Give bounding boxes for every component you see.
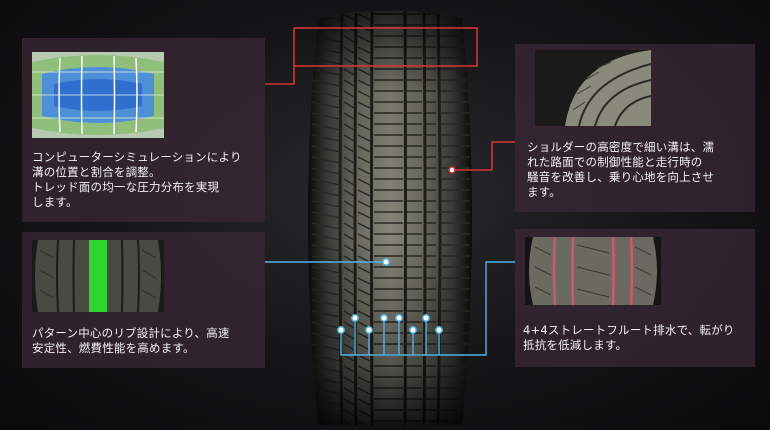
caption-line: します。 [32, 195, 78, 209]
caption-simulation: コンピューターシミュレーションにより 溝の位置と割合を調整。 トレッド面の均一な… [32, 150, 242, 210]
shoulder-connector [452, 141, 515, 171]
caption-line: パターン中心のリブ設計により、高速 [32, 326, 230, 340]
groove-marker [395, 314, 403, 322]
panel-simulation: コンピューターシミュレーションにより 溝の位置と割合を調整。 トレッド面の均一な… [22, 38, 265, 222]
groove-marker [409, 326, 417, 334]
groove-marker [422, 314, 430, 322]
groove-marker [380, 314, 388, 322]
red-callouts [265, 27, 515, 171]
caption-line: 騒音を改善し、乗り心地を向上させ [527, 170, 715, 184]
caption-line: ます。 [527, 185, 561, 199]
caption-line: 抵抗を低減します。 [523, 338, 628, 352]
panel-shoulder: ショルダーの高密度で細い溝は、濡 れた路面での制御性能と走行時の 騒音を改善し、… [515, 44, 755, 212]
groove-markers [337, 258, 443, 334]
simulation-connector [265, 66, 295, 85]
center-rib-marker [382, 258, 390, 266]
shoulder-closeup-image [535, 50, 651, 126]
shoulder-marker [448, 166, 456, 174]
caption-line: ショルダーの高密度で細い溝は、濡 [527, 140, 715, 154]
caption-line: トレッド面の均一な圧力分布を実現 [32, 180, 220, 194]
groove-marker [337, 326, 345, 334]
caption-straight-flute: 4+4ストレートフルート排水で、転がり 抵抗を低減します。 [523, 323, 735, 353]
caption-center-rib: パターン中心のリブ設計により、高速 安定性、燃費性能を高めます。 [32, 326, 230, 356]
straight-groove-image [525, 237, 661, 305]
caption-shoulder: ショルダーの高密度で細い溝は、濡 れた路面での制御性能と走行時の 騒音を改善し、… [527, 140, 714, 200]
flute-connector [340, 261, 515, 356]
caption-line: 溝の位置と割合を調整。 [32, 165, 161, 179]
panel-center-rib: パターン中心のリブ設計により、高速 安定性、燃費性能を高めます。 [22, 232, 265, 368]
groove-marker [365, 326, 373, 334]
pressure-map-image [32, 52, 164, 138]
panel-straight-flute: 4+4ストレートフルート排水で、転がり 抵抗を低減します。 [515, 229, 755, 367]
caption-line: 4+4ストレートフルート排水で、転がり [523, 323, 735, 337]
groove-marker [435, 326, 443, 334]
caption-line: れた路面での制御性能と走行時の [527, 155, 703, 169]
tread-bracket [293, 27, 478, 67]
groove-marker [351, 314, 359, 322]
center-rib-image [32, 240, 164, 312]
caption-line: コンピューターシミュレーションにより [32, 150, 242, 164]
caption-line: 安定性、燃費性能を高めます。 [32, 341, 195, 355]
blue-callouts [265, 261, 515, 356]
